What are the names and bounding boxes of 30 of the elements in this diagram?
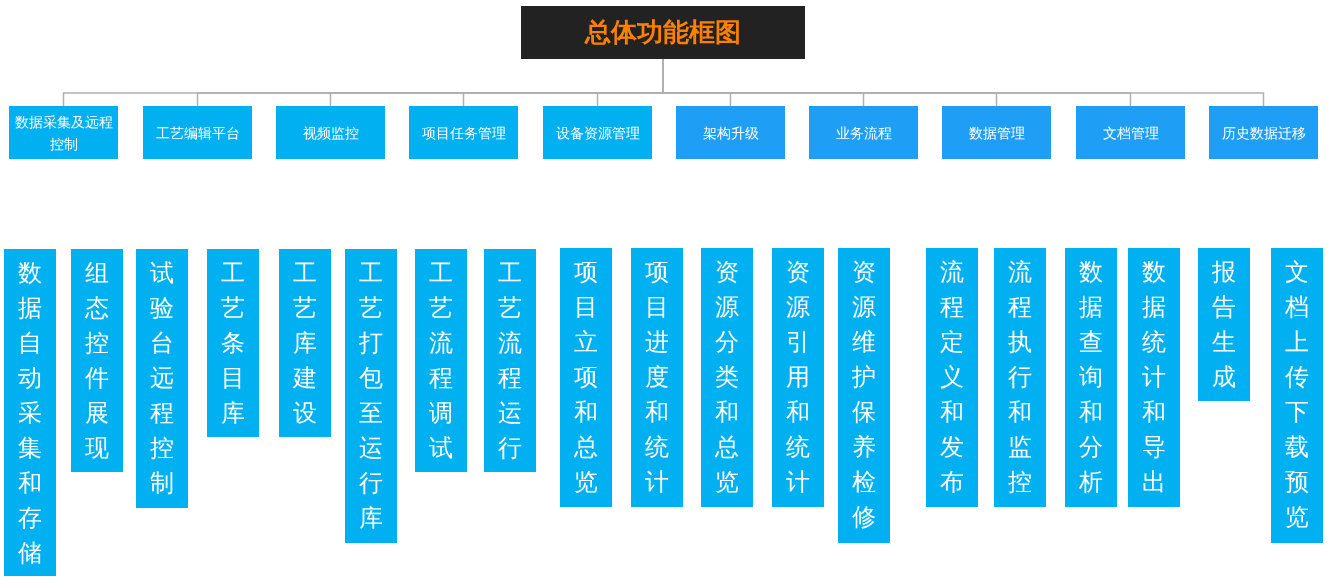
module-box: 工艺编辑平台 <box>143 106 252 159</box>
module-box: 视频监控 <box>276 106 385 159</box>
module-box: 文档管理 <box>1076 106 1185 159</box>
function-box: 资源引用和统计 <box>772 248 824 507</box>
title-box: 总体功能框图 <box>521 6 805 59</box>
function-box: 流程执行和监控 <box>994 248 1046 507</box>
function-box: 项目立项和总览 <box>560 248 612 507</box>
module-box: 历史数据迁移 <box>1209 106 1318 159</box>
function-box: 工艺库建设 <box>279 249 331 437</box>
function-box: 工艺条目库 <box>207 249 259 437</box>
module-box: 业务流程 <box>809 106 918 159</box>
module-box: 设备资源管理 <box>543 106 652 159</box>
module-box: 数据采集及远程控制 <box>9 106 118 159</box>
function-box: 工艺打包至运行库 <box>345 249 397 543</box>
function-box: 数据查询和分析 <box>1065 248 1117 507</box>
function-box: 工艺流程调试 <box>415 249 467 472</box>
module-box: 架构升级 <box>676 106 785 159</box>
function-box: 组态控件展现 <box>71 249 123 472</box>
function-box: 文档上传下载预览 <box>1271 248 1323 543</box>
function-box: 试验台远程控制 <box>136 249 188 508</box>
function-box: 报告生成 <box>1198 248 1250 401</box>
function-box: 数据自动采集和存储 <box>4 249 56 576</box>
module-box: 数据管理 <box>942 106 1051 159</box>
function-box: 资源分类和总览 <box>701 248 753 507</box>
function-box: 数据统计和导出 <box>1128 248 1180 507</box>
function-box: 流程定义和发布 <box>926 248 978 507</box>
module-box: 项目任务管理 <box>409 106 518 159</box>
function-box: 资源维护保养检修 <box>838 248 890 543</box>
function-box: 项目进度和统计 <box>631 248 683 507</box>
function-box: 工艺流程运行 <box>484 249 536 472</box>
